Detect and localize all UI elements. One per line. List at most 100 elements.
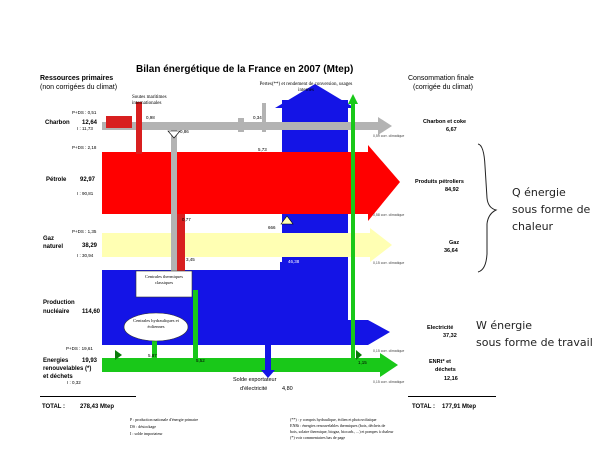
- output-petrol-value: 84,92: [445, 187, 459, 193]
- flow-value-gas-soutes: 0,77: [182, 217, 191, 222]
- left-header-subtitle: (non corrigées du climat): [40, 84, 118, 91]
- output-petrol-note: 0,58 corr. climatique: [373, 213, 405, 217]
- source-coal-i: I : 11,73: [77, 126, 93, 131]
- output-enr-value: 12,16: [444, 376, 458, 382]
- source-nuclear-label-1: Production: [43, 300, 75, 306]
- source-coal-value: 12,64: [82, 120, 98, 126]
- coal-losses-flow: [171, 130, 177, 280]
- output-gas-note: 0,15 corr. climatique: [373, 261, 405, 265]
- output-gas-value: 36,64: [444, 248, 458, 254]
- flow-value-coal-losses: 0,86: [180, 129, 189, 134]
- source-petrol-value: 92,97: [80, 177, 96, 183]
- source-gas-i: I : 30,94: [77, 253, 94, 258]
- output-electricity-value: 37,32: [443, 333, 457, 339]
- source-enr-label-3: et déchets: [43, 374, 73, 380]
- flow-value-enr-hydro: 5,87: [148, 353, 157, 358]
- heat-bracket: [477, 143, 498, 273]
- thermal-plant-box: [135, 270, 193, 298]
- right-header-subtitle: (corrigée du climat): [413, 84, 473, 91]
- source-enr-label-1: Energies: [43, 358, 69, 364]
- annotation-work-1: W énergie: [476, 319, 533, 332]
- flow-value-petrol-conv: 5,73: [258, 147, 267, 152]
- source-enr-pnds: P+DS : 19,61: [66, 346, 93, 351]
- flow-value-coal-conv: 0,34: [253, 115, 262, 120]
- export-value: 4,80: [282, 386, 293, 392]
- source-enr-label-2: renouvelables (*): [43, 366, 92, 372]
- source-enr-i: I : 0,32: [67, 380, 81, 385]
- total-right-underline: [408, 396, 496, 397]
- source-gas-label-1: Gaz: [43, 236, 55, 242]
- source-petrol-label: Pétrole: [46, 177, 67, 183]
- diagram-title: Bilan énergétique de la France en 2007 (…: [136, 64, 354, 75]
- output-enr-label-2: déchets: [435, 367, 456, 373]
- hydro-plant-ellipse: [123, 312, 189, 342]
- left-header-title: Ressources primaires: [40, 75, 114, 82]
- coal-input-branch: [106, 116, 132, 128]
- renewables-losses-flow: [351, 100, 355, 360]
- output-coal-value: 6,67: [446, 127, 457, 133]
- renewables-losses-arrow: [348, 94, 358, 104]
- output-gas-label: Gaz: [449, 240, 460, 246]
- label-pertes: Pertes(**) et rendement de conversion, u…: [259, 82, 353, 93]
- footnote-right-2: ENRt : énergies renouvelables thermiques…: [290, 423, 386, 428]
- petrol-flow: [102, 145, 400, 221]
- footnote-left-3: I : solde importateur: [130, 431, 163, 436]
- total-right-value: 177,91 Mtep: [442, 404, 477, 410]
- flow-value-gas-losses: 666: [268, 225, 276, 230]
- output-coal-note: 0,59 corr. climatique: [373, 134, 405, 138]
- label-soutes: Soutes maritimes internationales: [132, 95, 167, 106]
- footnote-left-2: DS : déstockage: [130, 424, 156, 429]
- total-left-label: TOTAL :: [42, 404, 65, 410]
- output-electricity-label: Electricité: [427, 325, 454, 331]
- bunkers-flow: [136, 102, 142, 154]
- green-marker-2: [356, 350, 362, 360]
- losses-column: [282, 100, 348, 340]
- source-gas-pnds: P+DS : 1,35: [72, 229, 97, 234]
- footnote-left-1: P : production nationale d'énergie prima…: [130, 417, 199, 422]
- export-balance-arrow: [261, 370, 275, 378]
- total-left-underline: [40, 396, 136, 397]
- annotation-heat-1: Q énergie: [512, 186, 566, 199]
- renewables-hydro-flow: [152, 330, 157, 360]
- source-coal-label: Charbon: [45, 120, 70, 126]
- total-left-value: 278,43 Mtep: [80, 404, 115, 410]
- renewables-elec-flow: [193, 290, 198, 360]
- flow-value-gas-thermal: 3,45: [186, 257, 195, 262]
- grey-top-line-2: [262, 103, 266, 132]
- output-coal-label: Charbon et coke: [423, 119, 467, 125]
- output-petrol-label: Produits pétroliers: [415, 179, 464, 185]
- green-marker-1: [115, 350, 122, 360]
- right-header-title: Consommation finale: [408, 75, 474, 82]
- gas-losses-marker: [280, 215, 294, 225]
- export-label-2: d'électricité: [240, 386, 268, 392]
- footnote-right-3: bois, solaire thermique, biogaz, biocarb…: [290, 429, 394, 434]
- total-right-label: TOTAL :: [412, 404, 435, 410]
- output-enr-note: 0,15 corr. climatique: [373, 380, 405, 384]
- annotation-work-2: sous forme de travail: [476, 336, 593, 349]
- export-label-1: Solde exportateur: [233, 377, 277, 383]
- petrol-losses-flow: [177, 214, 185, 274]
- flow-value-enr-losses: 1,15: [358, 360, 367, 365]
- coal-flow: [102, 117, 392, 135]
- flow-value-gas-conv: 46,38: [288, 259, 300, 264]
- source-coal-pnds: P+DS : 0,51: [72, 110, 97, 115]
- source-gas-label-2: naturel: [43, 244, 64, 250]
- source-petrol-i: I : 90,81: [77, 191, 94, 196]
- output-electricity-note: 0,15 corr. climatique: [373, 349, 405, 353]
- output-enr-label-1: ENRt* et: [429, 359, 452, 365]
- grey-top-line: [238, 118, 244, 132]
- thermal-plant-label: Centrales thermiques classiques: [144, 274, 184, 285]
- annotation-heat-2: sous forme de: [512, 203, 591, 216]
- flow-value-enr-elec: 5,52: [196, 358, 205, 363]
- source-nuclear-label-2: nucléaire: [43, 309, 70, 315]
- export-balance-flow: [265, 345, 271, 370]
- source-enr-value: 19,93: [82, 358, 98, 364]
- source-gas-value: 38,29: [82, 243, 98, 249]
- losses-column-arrow: [275, 84, 355, 108]
- annotation-heat-3: chaleur: [512, 220, 554, 233]
- coal-losses-marker: [167, 130, 181, 139]
- source-petrol-pnds: P+DS : 2,18: [72, 145, 97, 150]
- footnote-right-4: (*) voir commentaires bas de page: [290, 435, 346, 440]
